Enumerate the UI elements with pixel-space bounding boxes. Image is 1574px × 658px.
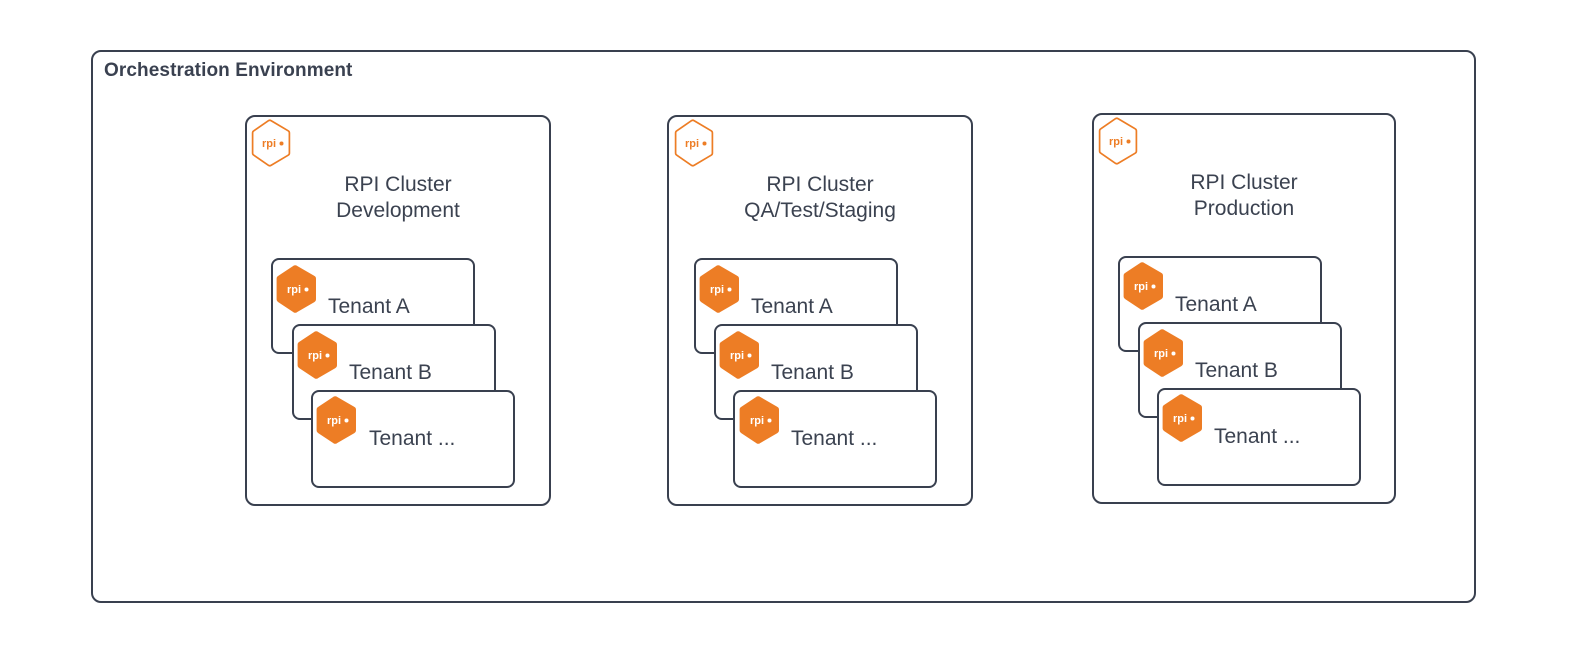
rpi-hexagon-filled-icon: rpi — [297, 331, 338, 379]
rpi-icon-label: rpi — [710, 284, 724, 296]
tenant-label-qa-test-staging-b: Tenant B — [771, 361, 854, 384]
cluster-title-line2-qa-test-staging: QA/Test/Staging — [744, 199, 896, 222]
rpi-icon-label: rpi — [287, 284, 301, 296]
rpi-hexagon-filled-icon: rpi — [699, 265, 740, 313]
cluster-title-line1-production: RPI Cluster — [1190, 171, 1298, 194]
rpi-icon-label: rpi — [262, 138, 276, 150]
tenant-label-production-other: Tenant ... — [1214, 425, 1301, 448]
rpi-hexagon-filled-icon: rpi — [1123, 262, 1164, 310]
rpi-hexagon-filled-icon: rpi — [719, 331, 760, 379]
cluster-title-line1-development: RPI Cluster — [344, 173, 452, 196]
tenant-label-qa-test-staging-a: Tenant A — [751, 295, 833, 318]
rpi-icon-label: rpi — [327, 415, 341, 427]
rpi-icon-label: rpi — [685, 138, 699, 150]
rpi-icon-label: rpi — [1134, 281, 1148, 293]
rpi-hexagon-outline-icon: rpi — [251, 119, 291, 167]
rpi-icon-label: rpi — [750, 415, 764, 427]
cluster-title-line2-production: Production — [1193, 197, 1295, 220]
rpi-icon-label: rpi — [1173, 413, 1187, 425]
tenant-label-development-a: Tenant A — [328, 295, 410, 318]
rpi-hexagon-filled-icon: rpi — [1162, 394, 1203, 442]
rpi-hexagon-filled-icon: rpi — [316, 396, 357, 444]
tenant-label-development-other: Tenant ... — [369, 427, 456, 450]
tenant-label-production-b: Tenant B — [1195, 359, 1278, 382]
rpi-hexagon-filled-icon: rpi — [1143, 329, 1184, 377]
cluster-title-line2-development: Development — [336, 199, 460, 222]
rpi-icon-label: rpi — [730, 350, 744, 362]
rpi-hexagon-outline-icon: rpi — [674, 119, 714, 167]
rpi-icon-label: rpi — [1154, 348, 1168, 360]
tenant-label-production-a: Tenant A — [1175, 293, 1257, 316]
page-title: Orchestration Environment — [104, 60, 353, 81]
rpi-hexagon-filled-icon: rpi — [739, 396, 780, 444]
rpi-hexagon-outline-icon: rpi — [1098, 117, 1138, 165]
rpi-icon-label: rpi — [1109, 136, 1123, 148]
tenant-label-qa-test-staging-other: Tenant ... — [791, 427, 878, 450]
cluster-title-line1-qa-test-staging: RPI Cluster — [766, 173, 874, 196]
tenant-label-development-b: Tenant B — [349, 361, 432, 384]
rpi-icon-label: rpi — [308, 350, 322, 362]
rpi-hexagon-filled-icon: rpi — [276, 265, 317, 313]
